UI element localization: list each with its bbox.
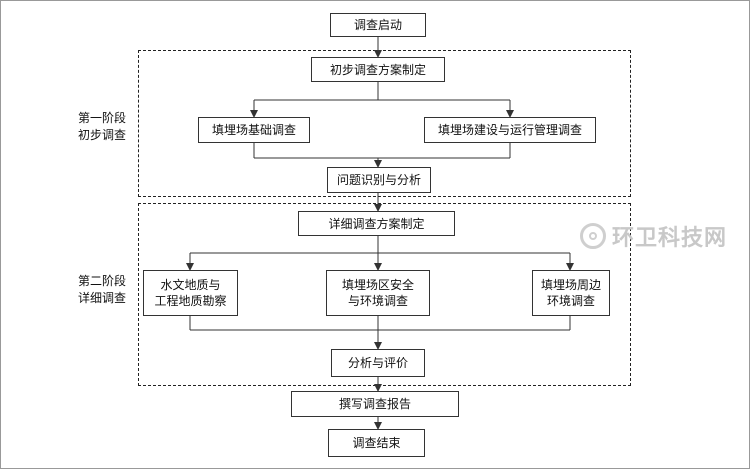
- watermark-logo-icon: [580, 223, 606, 249]
- basic-survey-node: 填埋场基础调查: [198, 117, 310, 143]
- surroundings-node: 填埋场周边 环境调查: [532, 270, 610, 316]
- detail-plan-node: 详细调查方案制定: [298, 211, 455, 236]
- stage2-label: 第二阶段 详细调查: [78, 274, 127, 305]
- hydro-geo-node: 水文地质与 工程地质勘察: [143, 270, 238, 316]
- end-node: 调查结束: [328, 429, 425, 457]
- analysis-node: 分析与评价: [331, 349, 425, 377]
- stage2-region: [138, 203, 631, 386]
- watermark: 环卫科技网: [580, 216, 740, 256]
- site-safety-node: 填埋场区安全 与环境调查: [326, 270, 430, 316]
- construction-survey-node: 填埋场建设与运行管理调查: [424, 117, 596, 143]
- prelim-plan-node: 初步调查方案制定: [311, 57, 445, 82]
- stage1-label: 第一阶段 初步调查: [78, 111, 127, 142]
- stage1-region: [138, 50, 631, 197]
- start-node: 调查启动: [330, 13, 426, 37]
- report-node: 撰写调查报告: [291, 391, 459, 417]
- watermark-text: 环卫科技网: [612, 226, 728, 251]
- problem-id-node: 问题识别与分析: [327, 167, 431, 193]
